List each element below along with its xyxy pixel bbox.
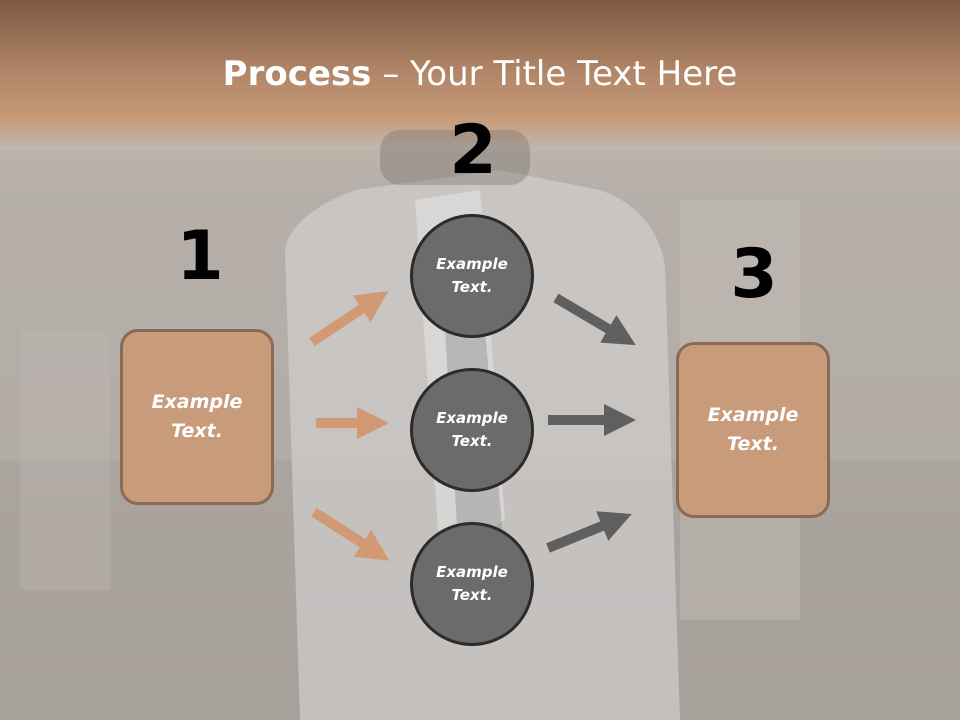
step-number-3: 3: [730, 235, 778, 314]
slide-title: Process – Your Title Text Here: [0, 52, 960, 96]
step-3-box: Example Text.: [676, 342, 830, 518]
arrow-bottom-to-3: [546, 511, 632, 553]
step-2-circle-top: Example Text.: [410, 214, 534, 338]
circle-top-text: Example Text.: [436, 255, 508, 296]
arrow-top-to-3: [553, 293, 636, 346]
step-number-1: 1: [176, 217, 224, 296]
title-dash: –: [371, 54, 411, 94]
circle-bottom-text: Example Text.: [436, 563, 508, 604]
title-rest: Your Title Text Here: [410, 54, 738, 94]
arrow-1-to-top: [309, 291, 389, 347]
step-1-box: Example Text.: [120, 329, 274, 505]
step-2-circle-middle: Example Text.: [410, 368, 534, 492]
step-1-text: Example Text.: [151, 391, 243, 442]
step-3-text: Example Text.: [707, 404, 799, 455]
arrow-1-to-bottom: [311, 507, 390, 561]
step-2-circle-bottom: Example Text.: [410, 522, 534, 646]
title-bold: Process: [222, 54, 372, 94]
circle-middle-text: Example Text.: [436, 409, 508, 450]
step-number-2: 2: [449, 111, 497, 190]
